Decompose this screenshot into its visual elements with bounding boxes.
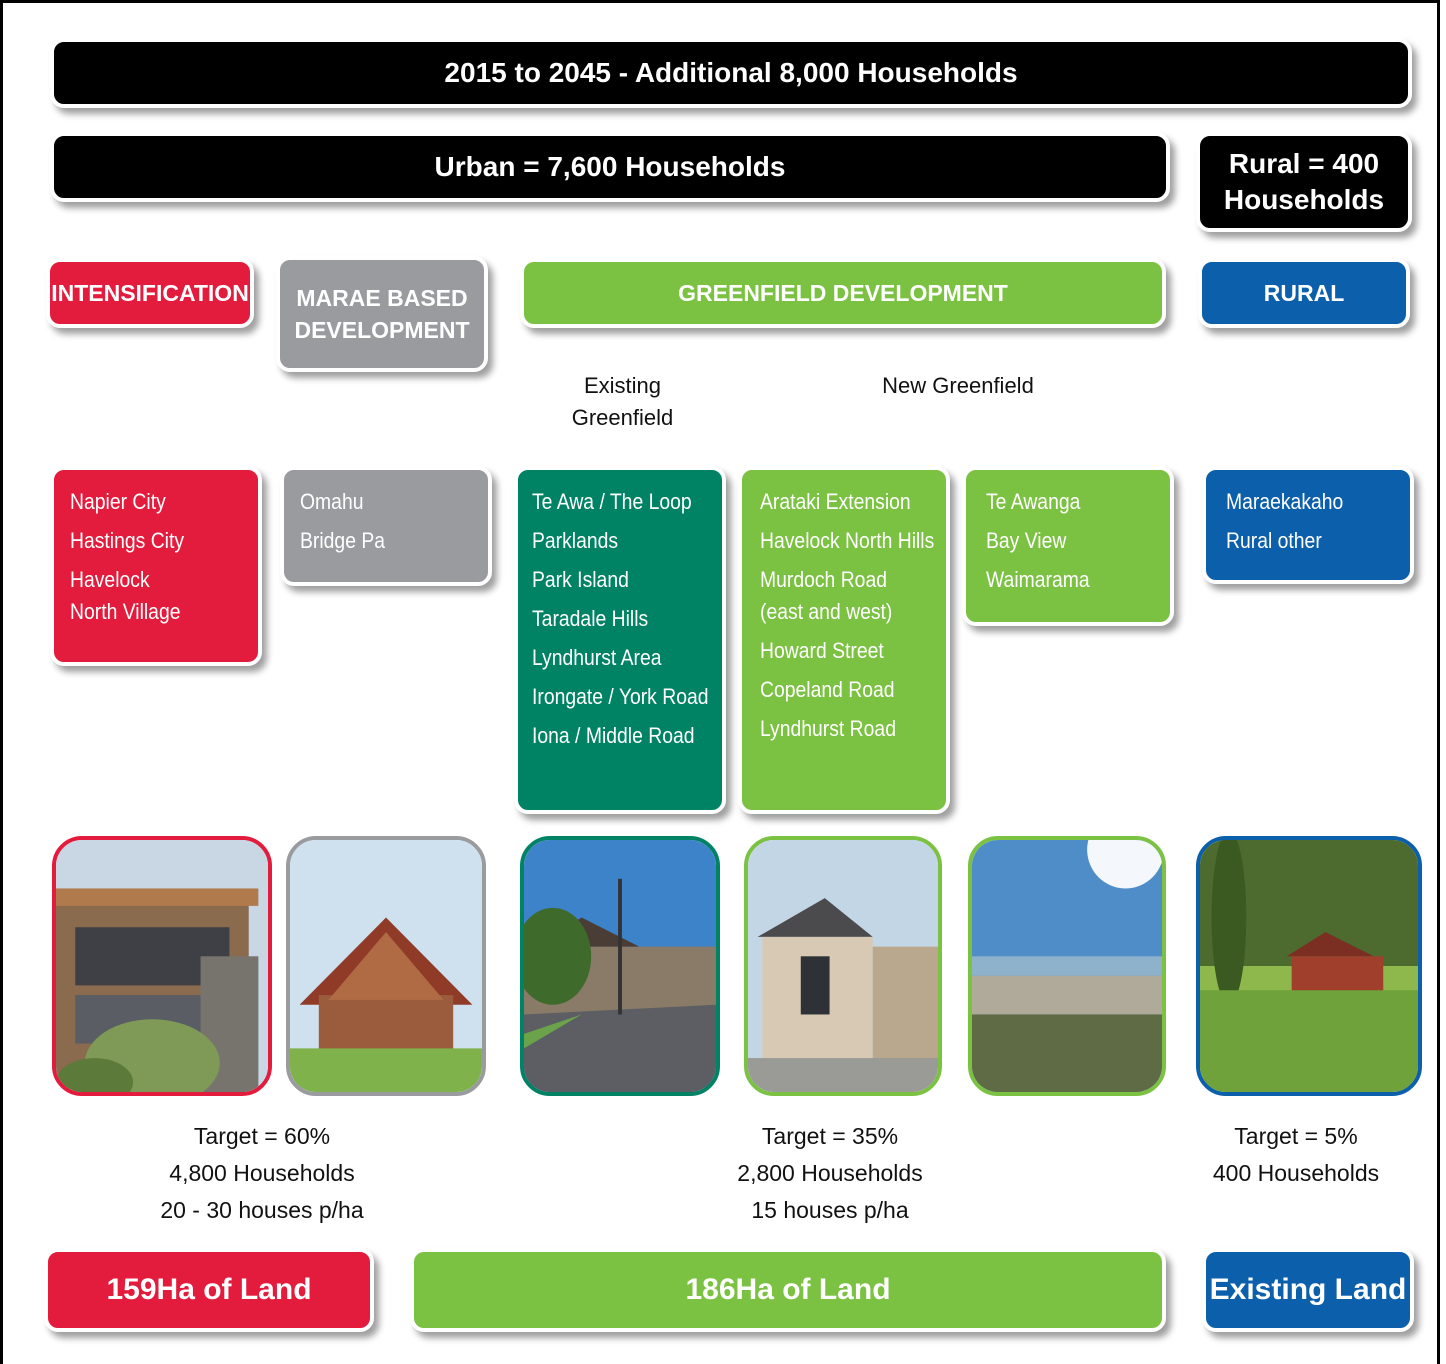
land-intensification: 159Ha of Land	[44, 1248, 374, 1332]
title-text: 2015 to 2045 - Additional 8,000 Househol…	[444, 57, 1018, 88]
category-marae-line1: MARAE BASED	[296, 285, 468, 311]
list-item: Bay View	[986, 528, 1067, 553]
target-intensification: Target = 60% 4,800 Households 20 - 30 ho…	[112, 1118, 412, 1229]
target-greenfield: Target = 35% 2,800 Households 15 houses …	[680, 1118, 980, 1229]
suburban-street-photo	[520, 836, 720, 1096]
category-greenfield-label: GREENFIELD DEVELOPMENT	[678, 280, 1008, 306]
apartment-building-photo	[52, 836, 272, 1096]
new-house-photo	[744, 836, 942, 1096]
list-item: Lyndhurst Area	[532, 645, 662, 670]
category-greenfield-development: GREENFIELD DEVELOPMENT	[520, 258, 1166, 328]
list-item: Havelock North Village	[70, 567, 181, 624]
target-greenfield-line1: Target = 35%	[761, 1123, 899, 1149]
target-greenfield-line3: 15 houses p/ha	[751, 1197, 909, 1223]
list-rural: Maraekakaho Rural other	[1202, 466, 1414, 584]
list-item: Rural other	[1226, 528, 1322, 553]
category-intensification: INTENSIFICATION	[46, 258, 254, 328]
list-existing-greenfield: Te Awa / The Loop Parklands Park Island …	[514, 466, 726, 814]
land-greenfield-label: 186Ha of Land	[685, 1273, 891, 1306]
list-item: Parklands	[532, 528, 619, 553]
category-intensification-label: INTENSIFICATION	[51, 280, 249, 306]
land-greenfield: 186Ha of Land	[410, 1248, 1166, 1332]
subheading-existing-line2: Greenfield	[571, 405, 674, 430]
title-banner: 2015 to 2045 - Additional 8,000 Househol…	[50, 38, 1412, 108]
target-rural: Target = 5% 400 Households	[1186, 1118, 1406, 1192]
list-item: Te Awa / The Loop	[532, 489, 692, 514]
list-item: Howard Street	[760, 638, 884, 663]
target-intensification-line1: Target = 60%	[193, 1123, 331, 1149]
category-marae-based-development: MARAE BASED DEVELOPMENT	[276, 256, 488, 372]
rural-households-line1: Rural = 400	[1228, 148, 1380, 179]
list-item: Iona / Middle Road	[532, 723, 695, 748]
urban-text: Urban = 7,600 Households	[434, 151, 786, 182]
list-item: Waimarama	[986, 567, 1090, 592]
list-item: Taradale Hills	[532, 606, 649, 631]
subheading-new-label: New Greenfield	[882, 373, 1034, 398]
subheading-new-greenfield: New Greenfield	[840, 370, 1076, 402]
rural-households-line2: Households	[1223, 184, 1385, 215]
rural-households-banner: Rural = 400 Households	[1196, 132, 1412, 232]
list-item: Omahu	[300, 489, 364, 514]
target-rural-line1: Target = 5%	[1234, 1123, 1358, 1149]
list-marae: Omahu Bridge Pa	[280, 466, 492, 586]
target-intensification-line3: 20 - 30 houses p/ha	[160, 1197, 364, 1223]
urban-banner: Urban = 7,600 Households	[50, 132, 1170, 202]
land-rural: Existing Land	[1202, 1248, 1414, 1332]
list-item: Hastings City	[70, 528, 185, 553]
rural-farmhouse-photo	[1196, 836, 1422, 1096]
list-item: Lyndhurst Road	[760, 716, 896, 741]
target-rural-line2: 400 Households	[1212, 1160, 1380, 1186]
target-intensification-line2: 4,800 Households	[169, 1160, 355, 1186]
list-item: Te Awanga	[986, 489, 1081, 514]
target-greenfield-line2: 2,800 Households	[737, 1160, 923, 1186]
list-item: Copeland Road	[760, 677, 895, 702]
list-item: Arataki Extension	[760, 489, 911, 514]
list-new-greenfield-a: Arataki Extension Havelock North Hills M…	[738, 466, 950, 814]
marae-building-photo	[286, 836, 486, 1096]
category-marae-line2: DEVELOPMENT	[294, 317, 470, 343]
list-item: Park Island	[532, 567, 629, 592]
list-new-greenfield-b: Te Awanga Bay View Waimarama	[962, 466, 1174, 626]
list-item: Napier City	[70, 489, 166, 514]
list-item: Bridge Pa	[300, 528, 386, 553]
subheading-existing-line1: Existing	[583, 373, 662, 398]
subheading-existing-greenfield: Existing Greenfield	[520, 370, 725, 434]
beach-photo	[968, 836, 1166, 1096]
land-intensification-label: 159Ha of Land	[106, 1273, 312, 1306]
list-intensification: Napier City Hastings City Havelock North…	[50, 466, 262, 666]
land-rural-label: Existing Land	[1209, 1273, 1407, 1306]
list-item: Irongate / York Road	[532, 684, 709, 709]
list-item: Murdoch Road (east and west)	[760, 567, 893, 624]
list-item: Maraekakaho	[1226, 489, 1344, 514]
list-item: Havelock North Hills	[760, 528, 935, 553]
category-rural: RURAL	[1198, 258, 1410, 328]
category-rural-label: RURAL	[1263, 280, 1345, 306]
